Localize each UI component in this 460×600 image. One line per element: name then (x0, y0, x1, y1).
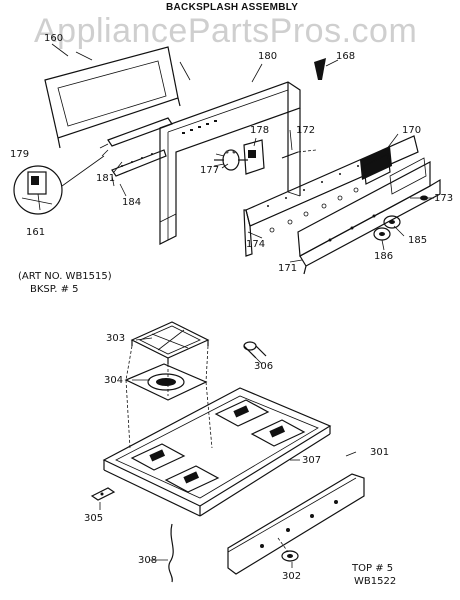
bksp-note: BKSP. # 5 (30, 284, 79, 295)
top-part-note: WB1522 (354, 576, 397, 587)
callout-171: 171 (278, 263, 298, 274)
callout-305: 305 (84, 513, 104, 524)
part-303-grate (130, 321, 210, 364)
part-308-wire (150, 523, 174, 583)
callout-304: 304 (104, 375, 124, 386)
callout-161: 161 (26, 227, 46, 238)
part-307-cooktop (102, 387, 332, 517)
part-173 (420, 195, 434, 201)
callout-303: 303 (106, 333, 126, 344)
callout-173: 173 (434, 193, 454, 204)
callout-leaders (51, 43, 420, 568)
part-301-manifold-panel (227, 473, 365, 575)
part-170-vent (360, 146, 392, 185)
part-168-clip (314, 58, 326, 80)
diagram-title: BACKSPLASH ASSEMBLY (166, 2, 299, 13)
callout-184: 184 (122, 197, 142, 208)
part-302-knob (277, 537, 299, 562)
callout-179: 179 (10, 149, 30, 160)
part-171-front-glass (297, 157, 441, 275)
callout-177: 177 (200, 165, 220, 176)
part-174-control-panel (243, 135, 419, 257)
part-177-178-switch (213, 139, 265, 175)
callout-170: 170 (402, 125, 422, 136)
part-181-184-rails (99, 117, 173, 187)
callout-306: 306 (254, 361, 274, 372)
cooktop-dashed-guides (125, 345, 213, 449)
callout-308: 308 (138, 555, 158, 566)
callout-168: 168 (336, 51, 356, 62)
part-160-back-panel (44, 46, 181, 149)
callout-180: 180 (258, 51, 278, 62)
callout-301: 301 (370, 447, 390, 458)
watermark: AppliancePartsPros.com (34, 12, 418, 50)
callout-185: 185 (408, 235, 428, 246)
part-304-drip-pan (124, 363, 208, 401)
callout-172: 172 (296, 125, 316, 136)
callout-174: 174 (246, 239, 266, 250)
part-172 (281, 149, 317, 159)
callout-302: 302 (282, 571, 302, 582)
callout-160: 160 (44, 33, 64, 44)
top-note: TOP # 5 (352, 563, 394, 574)
part-305-bracket (90, 487, 116, 501)
part-306-bracket (243, 341, 267, 359)
callout-307: 307 (302, 455, 322, 466)
callout-181: 181 (96, 173, 116, 184)
part-179-inset (13, 155, 105, 215)
callout-186: 186 (374, 251, 394, 262)
part-180-backsplash-frame (159, 61, 301, 245)
callout-178: 178 (250, 125, 270, 136)
art-number-note: (ART NO. WB1515) (18, 271, 112, 282)
